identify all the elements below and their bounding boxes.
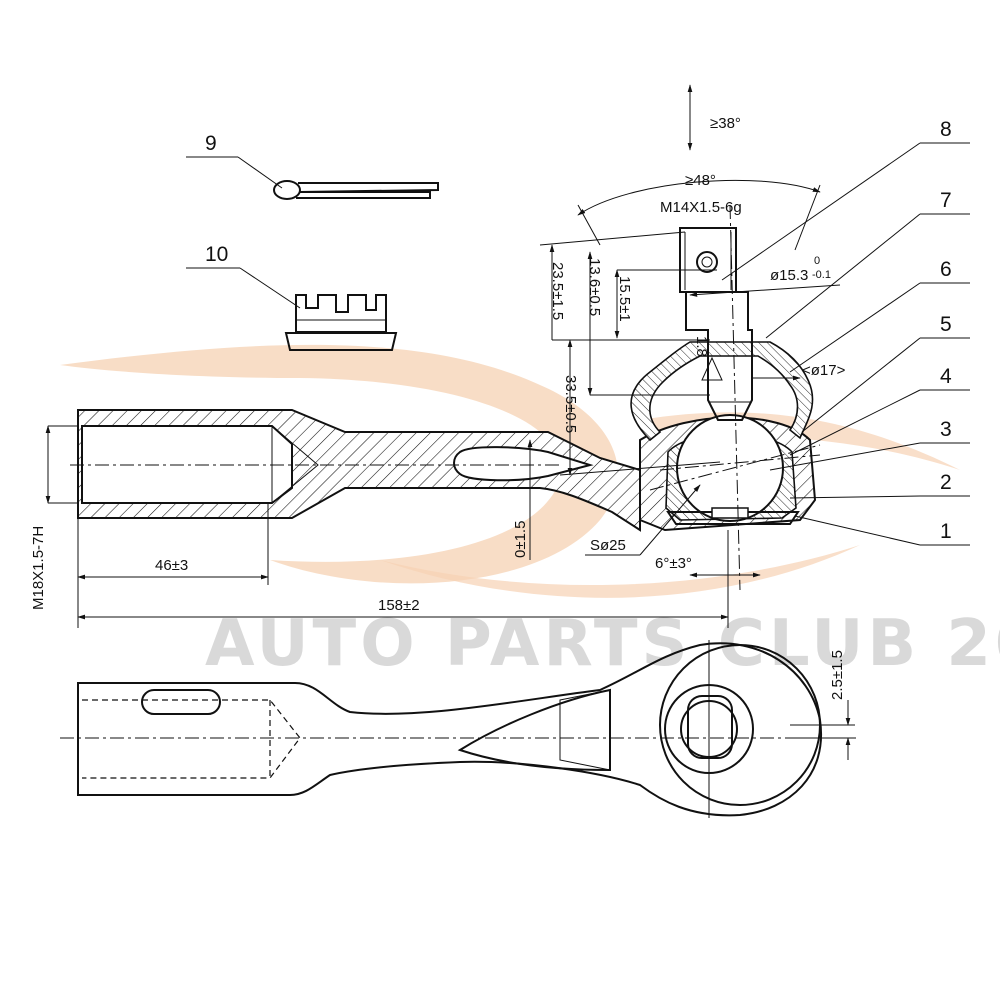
plan-outline (77, 642, 823, 817)
plan-view: 2.5±1.5 (60, 640, 860, 818)
cotter-pin (273, 180, 439, 200)
dim-angle-tilt: ≥38° (710, 115, 741, 132)
dim-thread-depth: 46±3 (155, 557, 188, 574)
section-view: M18X1.5-7H 46±3 158±2 0±1.5 Sø25 6°±3° ≥… (30, 84, 846, 628)
dim-ball-dia: Sø25 (590, 537, 626, 554)
ball (676, 414, 784, 522)
dim-flat-width: 1.8 (693, 336, 710, 357)
part-callouts: 8 7 6 5 4 3 2 1 9 10 (186, 118, 970, 546)
callout-9: 9 (205, 132, 217, 155)
dim-stud-height-c: 33.5±0.5 (562, 375, 579, 433)
dim-stud-angle: 6°±3° (655, 555, 692, 572)
dim-inner-thread: M18X1.5-7H (30, 526, 47, 610)
callout-3: 3 (940, 418, 952, 441)
callout-5: 5 (940, 313, 952, 336)
dim-boot-dia: <ø17> (802, 362, 846, 379)
dim-angle-swing: ≥48° (685, 172, 716, 189)
dim-taper-tol-lower: -0.1 (812, 269, 831, 281)
watermark-swoosh (60, 344, 618, 584)
callout-4: 4 (940, 365, 952, 388)
dim-taper-dia: ø15.3 (770, 267, 808, 284)
dim-overall-length: 158±2 (378, 597, 420, 614)
dim-housing-offset: 0±1.5 (512, 521, 529, 558)
callout-6: 6 (940, 258, 952, 281)
stud (685, 291, 753, 421)
callout-7: 7 (940, 189, 952, 212)
stud-centerline (729, 204, 741, 591)
dim-taper-height: 13.6±0.5 (586, 258, 603, 316)
dust-boot (630, 341, 814, 442)
castle-nut (284, 294, 398, 351)
callout-2: 2 (940, 471, 952, 494)
cotter-hole (696, 251, 718, 273)
callout-10: 10 (205, 243, 228, 266)
callout-1: 1 (940, 520, 952, 543)
flat-key (141, 689, 221, 715)
callout-8: 8 (940, 118, 952, 141)
bottom-plate (666, 511, 800, 525)
dim-stud-thread: M14X1.5-6g (660, 199, 742, 216)
watermark-text: AUTO PARTS CLUB 2018 (205, 607, 1000, 681)
dim-stud-height-b: 15.5±1 (616, 276, 633, 322)
stud-thread (679, 227, 737, 293)
dim-taper-tol-upper: 0 (814, 255, 820, 267)
dim-eye-offset: 2.5±1.5 (829, 650, 846, 700)
dim-stud-height-a: 23.5±1.5 (549, 262, 566, 320)
tube-slot (453, 446, 594, 482)
